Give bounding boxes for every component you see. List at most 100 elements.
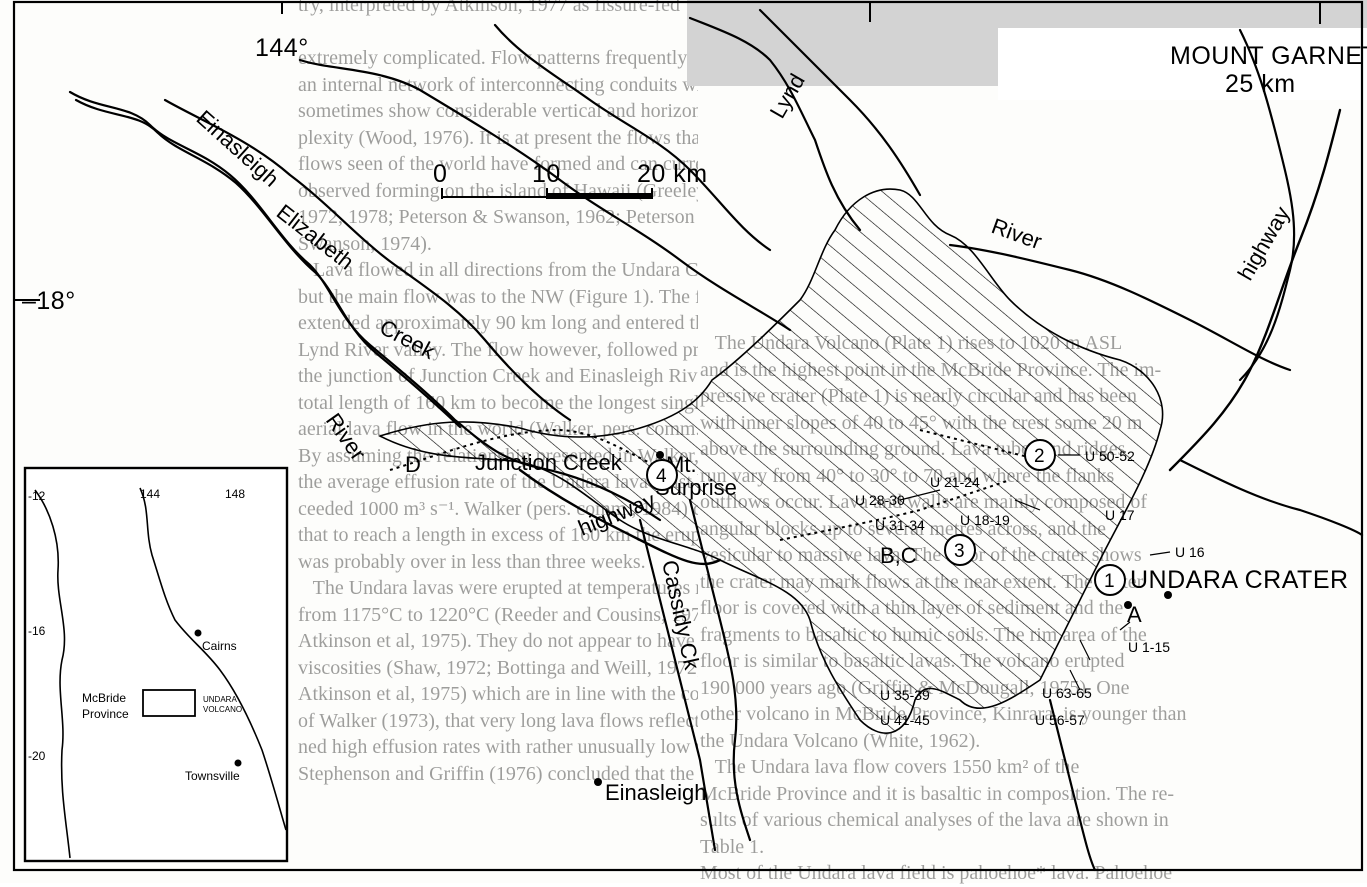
inset-province-box — [142, 689, 196, 717]
townsville-dot — [234, 759, 242, 767]
river-label-east: River — [988, 213, 1045, 254]
site-u50-52: U 50-52 — [1085, 448, 1135, 464]
einasleigh-town-label: Einasleigh — [605, 780, 707, 805]
show-through-line: extended approximately 90 km long and en… — [298, 312, 698, 334]
inset-lat-20: -20 — [28, 749, 46, 763]
einasleigh-river-label: Einasleigh — [192, 105, 284, 192]
northern-branch-line — [493, 23, 772, 252]
site-u16: U 16 — [1175, 544, 1205, 560]
point-2: 2 — [1024, 439, 1056, 471]
site-u35-39: U 35-39 — [880, 687, 930, 703]
show-through-line: Most of the Undara lava field is pahoeho… — [700, 862, 1173, 884]
lynd-river-line — [688, 16, 862, 232]
point-2-label: 2 — [1034, 446, 1045, 467]
longitude-144-label: 144° — [255, 34, 309, 62]
show-through-line: try, interpreted by Atkinson, 1977 as fi… — [298, 0, 680, 16]
point-1-label: 1 — [1104, 571, 1115, 592]
undara-vent-dot — [1164, 591, 1172, 599]
northern-river-line — [298, 58, 792, 332]
inset-coastline — [34, 487, 287, 859]
site-u56-57: U 56-57 — [1035, 712, 1085, 728]
site-u1-15: U 1-15 — [1128, 639, 1170, 655]
inset-townsville-label: Townsville — [185, 769, 240, 783]
point-3-label: 3 — [954, 541, 965, 562]
elizabeth-creek-label: Elizabeth — [272, 199, 359, 274]
inset-lat-12: -12 — [28, 489, 46, 503]
marker-bc: B,C — [880, 543, 917, 568]
einasleigh-river-line-b — [74, 98, 462, 429]
show-through-line: Table 1. — [700, 835, 765, 858]
show-through-line: the junction of Junction Creek and Einas… — [298, 365, 698, 387]
show-through-line: Lava flowed in all directions from the U… — [298, 259, 698, 281]
latitude-18-label: –18° — [22, 287, 76, 315]
show-through-line: Swanson, 1974). — [298, 232, 432, 255]
show-through-line: flows seen of the world have formed and … — [298, 153, 698, 175]
show-through-line: Atkinson et al, 1975). They do not appea… — [298, 630, 695, 652]
einasleigh-dot — [594, 778, 602, 786]
scale-tick-0: 0 — [433, 160, 447, 188]
highway-label-east: highway — [1233, 202, 1295, 284]
inset-lat-16: -16 — [28, 624, 46, 638]
inset-undara-label-1: UNDARA — [203, 695, 237, 704]
highway-line-east — [1168, 108, 1342, 472]
point-4: 4 — [646, 459, 678, 491]
point-1: 1 — [1094, 564, 1126, 596]
site-u28-30: U 28-30 — [855, 492, 905, 508]
river-label-west: River — [321, 409, 371, 465]
se-drainage-line — [1048, 698, 1097, 872]
site-u31-34: U 31-34 — [875, 517, 925, 533]
site-u21-24: U 21-24 — [930, 474, 980, 490]
show-through-line: was probably over in less than three wee… — [298, 550, 646, 573]
junction-creek-label: Junction Creek — [475, 450, 623, 475]
elizabeth-creek-line — [163, 98, 572, 422]
undara-crater-dot — [1124, 601, 1132, 609]
show-through-line: that to reach a length in excess of 160 … — [298, 524, 698, 546]
inset-lon-144: 144 — [140, 487, 160, 501]
inset-undara-label-2: VOLCANO — [203, 705, 242, 714]
traverse-line-d — [389, 428, 666, 471]
scale-tick-20: 20 km — [637, 160, 708, 188]
ne-river-line — [1238, 28, 1296, 382]
show-through-line: Stephenson and Griffin (1976) concluded … — [298, 762, 695, 785]
undara-crater-label: UNDARA CRATER — [1130, 566, 1349, 594]
show-through-line: of Walker (1973), that very long lava fl… — [298, 709, 698, 732]
mt-surprise-dot — [656, 451, 664, 459]
cassidy-creek-line — [688, 498, 752, 842]
marker-a: A — [1127, 602, 1142, 627]
show-through-line: The Undara lavas were erupted at tempera… — [312, 577, 698, 599]
show-through-line: ned high effusion rates with rather unus… — [298, 736, 698, 758]
site-u41-45: U 41-45 — [880, 712, 930, 728]
show-through-line: sometimes show considerable vertical and… — [298, 100, 698, 122]
show-through-line: 1972, 1978; Peterson & Swanson, 1962; Pe… — [298, 206, 698, 228]
show-through-line: Atkinson et al, 1975) which are in line … — [298, 683, 698, 705]
site-u17: U 17 — [1105, 507, 1135, 523]
river-line-east — [948, 243, 1292, 372]
highway-line-south — [518, 468, 722, 566]
title-box — [998, 28, 1367, 100]
inset-cairns-label: Cairns — [202, 639, 237, 653]
site-u63-65: U 63-65 — [1042, 685, 1092, 701]
inset-province-label-1: McBride — [82, 691, 126, 705]
show-through-line: but the main flow was to the NW (Figure … — [298, 285, 698, 308]
traverse-line-bc — [779, 479, 1011, 541]
show-through-line: from 1175°C to 1220°C (Reeder and Cousin… — [298, 603, 698, 626]
marker-d: D — [405, 452, 421, 477]
inset-lon-148: 148 — [225, 487, 245, 501]
cairns-dot — [194, 629, 202, 637]
inset-province-label-2: Province — [82, 707, 129, 721]
show-through-line: total length of 160 km to become the lon… — [298, 391, 698, 414]
show-through-line: McBride Province and it is basaltic in c… — [700, 782, 1174, 805]
lynd-river-line-b — [758, 8, 922, 197]
scale-bar: 0 10 20 km — [433, 160, 708, 199]
show-through-text-left: try, interpreted by Atkinson, 1977 as fi… — [298, 0, 698, 787]
show-through-line: The Undara lava flow covers 1550 km² of … — [700, 756, 1080, 778]
point-3: 3 — [944, 534, 976, 566]
site-u18-19: U 18-19 — [960, 512, 1010, 528]
inset-map: 144 148 -12 -16 -20 Cairns Townsville Mc… — [23, 466, 289, 863]
lava-flow-area — [377, 188, 1164, 734]
map-frame — [12, 0, 1364, 872]
distance-label: 25 km — [1225, 70, 1296, 98]
mount-garnet-label: MOUNT GARNET — [1170, 42, 1367, 70]
